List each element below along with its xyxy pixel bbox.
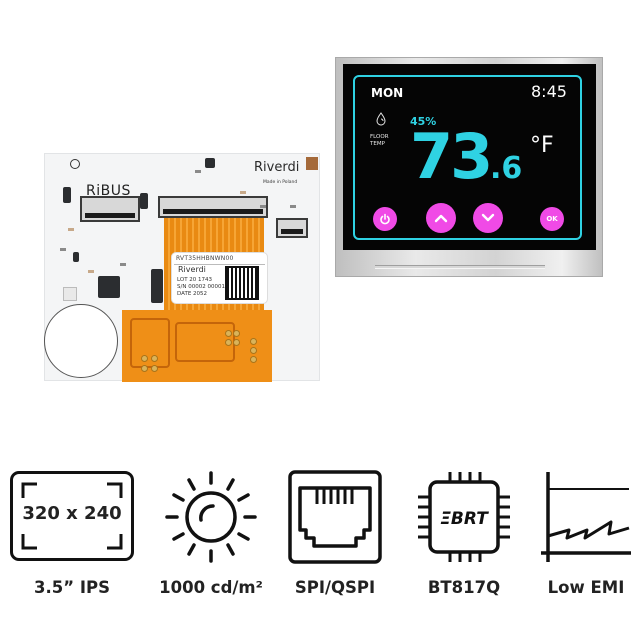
product-sticker: RVT35HHBNWN00 Riverdi LOT 20 1743 S/N 00… (171, 252, 268, 304)
ribus-logo: RiBUS (86, 183, 131, 199)
battery-holder-outline (44, 304, 118, 378)
feature-label-size: 3.5” IPS (34, 578, 110, 597)
flex-pad (151, 355, 158, 362)
ic-chip (205, 158, 215, 168)
day-label: MON (371, 86, 404, 100)
resolution-text: 320 x 240 (22, 503, 122, 524)
part-number: RVT35HHBNWN00 (176, 255, 234, 262)
chip-brt-text: ΞBRT (440, 509, 489, 529)
ui-frame (353, 75, 582, 240)
flex-pad (141, 355, 148, 362)
chevron-down-icon (481, 213, 495, 222)
up-button[interactable] (426, 203, 456, 233)
sticker-date: DATE 2052 (177, 291, 208, 297)
sticker-divider (174, 264, 265, 265)
ok-button[interactable]: OK (540, 207, 564, 231)
fpc-connector-main (158, 196, 268, 218)
temperature-decimal: .6 (490, 151, 523, 186)
floor-label-line1: FLOOR (370, 134, 389, 140)
flex-pad (141, 365, 148, 372)
bezel-bottom-strip (375, 265, 545, 269)
flex-pad (250, 347, 257, 354)
sticker-brand: Riverdi (178, 265, 206, 274)
feature-label-emi: Low EMI (547, 578, 625, 597)
sun-brightness-icon (165, 471, 257, 563)
resolution-frame-icon (10, 471, 134, 561)
floor-label-line2: TEMP (370, 141, 385, 147)
emi-graph-icon (541, 472, 631, 562)
feature-label-brightness: 1000 cd/m² (159, 578, 263, 597)
flex-pad (250, 356, 257, 363)
smd-component (260, 205, 266, 208)
button-switch (63, 287, 77, 301)
no-sign-icon (70, 159, 80, 169)
ic-chip (140, 193, 148, 209)
flex-pad (233, 330, 240, 337)
feature-label-controller: BT817Q (427, 578, 501, 597)
made-in-text: Made in Poland (263, 180, 298, 185)
power-button[interactable] (373, 207, 397, 231)
flex-pad (233, 339, 240, 346)
qr-code-icon (225, 266, 259, 300)
flex-pad (250, 338, 257, 345)
sticker-serial: S/N 00002 00001 (177, 284, 225, 290)
test-pad (306, 157, 318, 170)
riverdi-logo: Riverdi (254, 160, 300, 175)
temperature-unit: °F (530, 133, 554, 158)
humidity-drop-icon (376, 112, 386, 126)
down-button[interactable] (473, 203, 503, 233)
smd-component (290, 205, 296, 208)
smd-component (240, 191, 246, 194)
sticker-lot: LOT 20 1743 (177, 277, 213, 283)
smd-component (120, 263, 126, 266)
clock-time: 8:45 (531, 82, 567, 101)
flex-pad (225, 330, 232, 337)
temperature-integer: 73 (410, 120, 493, 193)
ethernet-port-icon (288, 470, 382, 564)
feature-label-interface: SPI/QSPI (294, 578, 376, 597)
bridgetek-chip-icon: ΞBRT (418, 472, 510, 562)
fpc-connector-right (276, 218, 308, 238)
ic-chip (151, 269, 163, 303)
humidity-value: 45% (410, 115, 437, 128)
fpc-connector-left (80, 196, 140, 222)
ic-chip (63, 187, 71, 203)
flex-trace (130, 318, 170, 368)
corner-brackets-icon (21, 482, 123, 550)
smd-component (88, 270, 94, 273)
ic-chip (73, 252, 79, 262)
flex-pad (151, 365, 158, 372)
chevron-up-icon (434, 214, 448, 223)
flex-pad (225, 339, 232, 346)
smd-component (68, 228, 74, 231)
smd-component (195, 170, 201, 173)
ic-chip (98, 276, 120, 298)
power-icon (380, 213, 390, 225)
floor-temp-label: FLOOR TEMP (370, 134, 400, 148)
smd-component (60, 248, 66, 251)
